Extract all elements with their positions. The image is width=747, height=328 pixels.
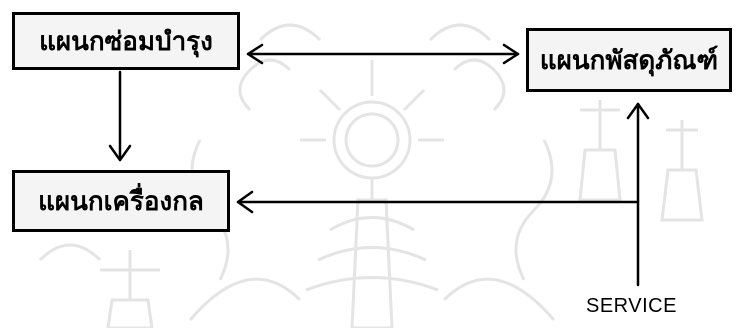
node-maintenance-label: แผนกซ่อมบำรุง [39,21,213,62]
node-machinery-department: แผนกเครื่องกล [12,170,230,232]
node-supplies-label: แผนกพัสดุภัณฑ์ [540,40,718,81]
node-maintenance-department: แผนกซ่อมบำรุง [12,12,240,70]
edge-maintenance-machinery [110,72,130,160]
edge-service-supplies [628,104,648,285]
node-machinery-label: แผนกเครื่องกล [38,181,204,222]
node-supplies-department: แผนกพัสดุภัณฑ์ [526,28,732,92]
service-label: SERVICE [586,295,677,318]
edge-service-machinery [238,192,638,212]
edge-maintenance-supplies [248,45,518,63]
